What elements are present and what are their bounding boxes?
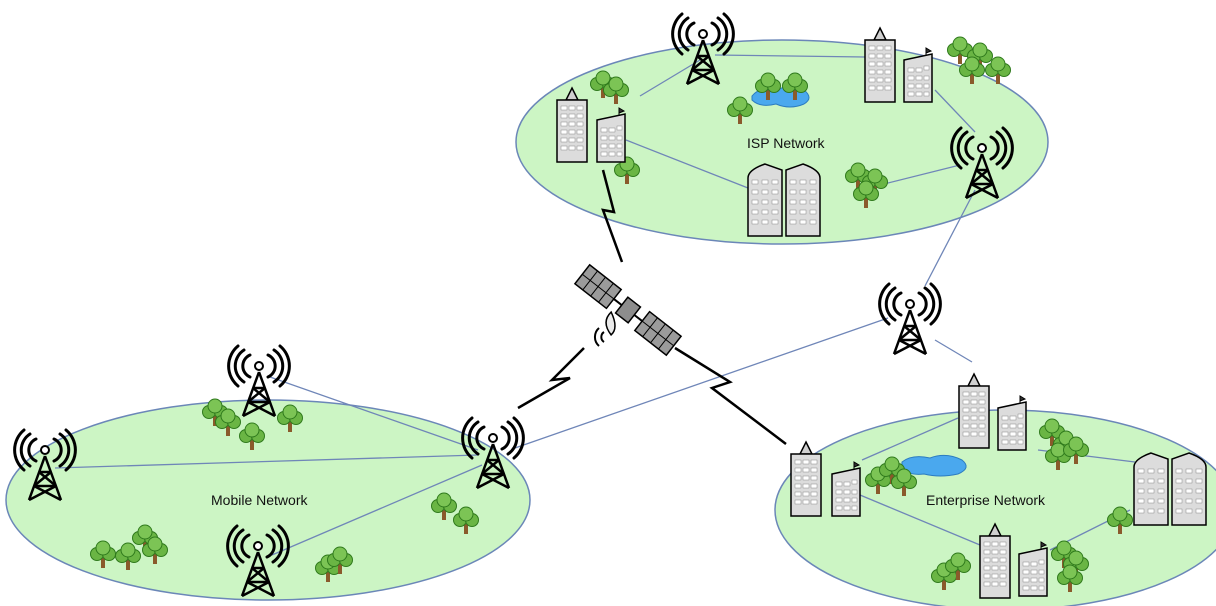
satellite-icon [573,263,683,357]
building-tower-ent-1 [958,373,990,449]
mobile-network-label: Mobile Network [211,492,308,508]
satellite-signal-icon [593,327,605,347]
wireless-link-bolts [517,169,787,445]
building-short-ent-1 [997,395,1027,451]
bolt-satellite-isp [601,169,624,263]
tower-relay [878,282,942,356]
lake-enterprise [901,454,967,477]
bolt-satellite-mobile [517,347,585,410]
bolt-satellite-enterprise [674,346,787,445]
isp-network-label: ISP Network [747,135,826,151]
building-tower-isp-2 [864,27,896,103]
enterprise-network-label: Enterprise Network [926,492,1046,508]
network-links [54,54,1136,556]
